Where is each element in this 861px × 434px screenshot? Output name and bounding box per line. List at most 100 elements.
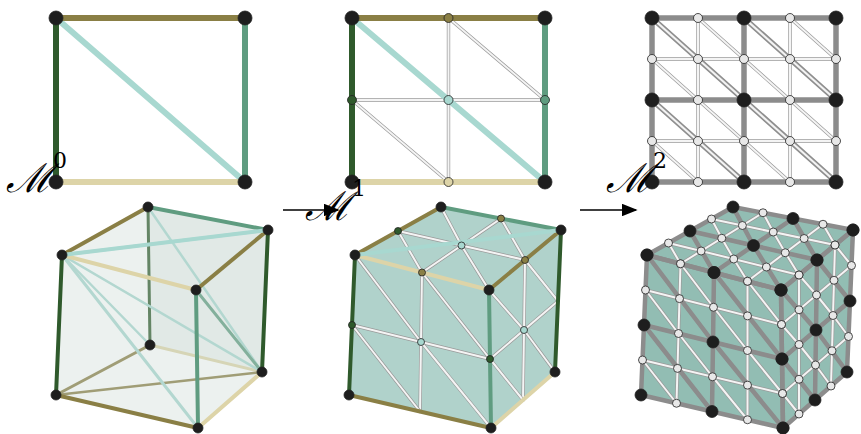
mesh-edge	[524, 330, 555, 372]
cube-face	[62, 207, 268, 290]
mesh-edge	[525, 260, 558, 301]
mesh-vertex	[344, 390, 354, 400]
mesh-edge	[783, 372, 847, 428]
mesh-vertex	[706, 406, 718, 418]
mesh-vertex	[787, 213, 799, 225]
mesh-vertex	[819, 220, 827, 228]
mesh-vertex	[847, 224, 859, 236]
mesh-vertex	[444, 14, 453, 23]
mesh-vertex	[418, 339, 425, 346]
mesh-vertex	[809, 394, 821, 406]
mesh-vertex	[348, 96, 357, 105]
mesh-vertex	[847, 224, 859, 236]
mesh-vertex	[444, 178, 453, 187]
mesh-vertex	[811, 254, 823, 266]
mesh-edge	[196, 290, 198, 428]
mesh-edge	[816, 330, 847, 372]
mesh-edge	[644, 325, 712, 412]
mesh-edge	[355, 230, 561, 255]
level-superscript: 2	[653, 150, 667, 172]
mesh-edge	[441, 207, 462, 246]
mesh-vertex	[744, 416, 752, 424]
mesh-vertex	[51, 390, 61, 400]
mesh-edge	[754, 246, 782, 291]
mesh-vertex	[458, 242, 465, 249]
mesh-vertex	[697, 247, 705, 255]
mesh-vertex	[844, 295, 856, 307]
mesh-edge	[744, 100, 790, 141]
mesh-vertex	[395, 228, 402, 235]
mesh-edge	[781, 230, 853, 290]
mesh-vertex	[737, 93, 751, 107]
mesh-edge	[652, 100, 698, 141]
mesh-vertex	[694, 14, 703, 23]
mesh-edge	[349, 395, 491, 428]
mesh-edge	[782, 301, 850, 359]
mesh-vertex	[665, 239, 673, 247]
mesh-vertex	[737, 175, 751, 189]
mesh-edge	[652, 18, 698, 59]
mesh-edge	[652, 59, 698, 100]
mesh-vertex	[740, 137, 749, 146]
mesh-edge	[490, 359, 523, 400]
mesh-vertex	[538, 11, 552, 25]
mesh-vertex	[498, 215, 505, 222]
mesh-edge	[690, 231, 817, 260]
mesh-vertex	[143, 202, 153, 212]
mesh-edge	[690, 231, 714, 273]
mesh-vertex	[641, 249, 653, 261]
mesh-vertex	[707, 336, 719, 348]
mesh-vertex	[811, 254, 823, 266]
mesh-vertex	[795, 271, 803, 279]
mesh-edge	[441, 207, 561, 230]
mesh-vertex	[786, 14, 795, 23]
mesh-vertex	[694, 178, 703, 187]
mesh-edge	[242, 18, 248, 182]
mesh-vertex	[145, 340, 155, 350]
mesh-edge	[352, 18, 545, 182]
mesh-vertex	[744, 312, 752, 320]
mesh-vertex	[810, 324, 822, 336]
mesh-vertex	[776, 353, 788, 365]
mesh-vertex	[673, 399, 681, 407]
mesh-vertex	[775, 284, 787, 296]
level-superscript: 1	[352, 178, 366, 200]
mesh-edge	[56, 15, 245, 21]
mesh-edge	[198, 372, 262, 428]
mesh-edge	[744, 18, 790, 59]
mesh-vertex	[795, 341, 803, 349]
mesh-label: ℳ	[606, 158, 652, 198]
mesh-vertex	[263, 225, 273, 235]
mesh-vertex	[740, 55, 749, 64]
mesh-edge	[62, 230, 268, 255]
mesh-edge	[782, 359, 815, 400]
mesh-edge	[524, 330, 555, 372]
mesh-edge	[790, 59, 836, 100]
mesh-vertex	[795, 410, 803, 418]
mesh-label: ℳ	[6, 158, 52, 198]
mesh-edge	[698, 100, 744, 141]
mesh-vertex	[813, 291, 821, 299]
mesh-edge	[652, 141, 698, 182]
mesh-vertex	[349, 322, 356, 329]
mesh-vertex	[830, 276, 838, 284]
mesh-edge	[744, 100, 836, 182]
mesh-edge	[422, 273, 490, 360]
mesh-vertex	[522, 257, 529, 264]
mesh-vertex	[759, 209, 767, 217]
mesh-vertex	[674, 364, 682, 372]
mesh-edge	[669, 243, 800, 275]
mesh-vertex	[676, 295, 684, 303]
mesh-vertex	[829, 11, 843, 25]
mesh-vertex	[635, 389, 647, 401]
mesh-edge	[652, 18, 698, 59]
mesh-edge	[501, 219, 525, 261]
mesh-edge	[525, 260, 558, 301]
mesh-edge	[698, 141, 744, 182]
mesh-edge	[352, 100, 449, 182]
mesh-edge	[490, 359, 523, 400]
mesh-vertex	[744, 277, 752, 285]
mesh-vertex	[769, 228, 777, 236]
mesh-edge	[489, 290, 524, 330]
mesh-vertex	[49, 11, 63, 25]
